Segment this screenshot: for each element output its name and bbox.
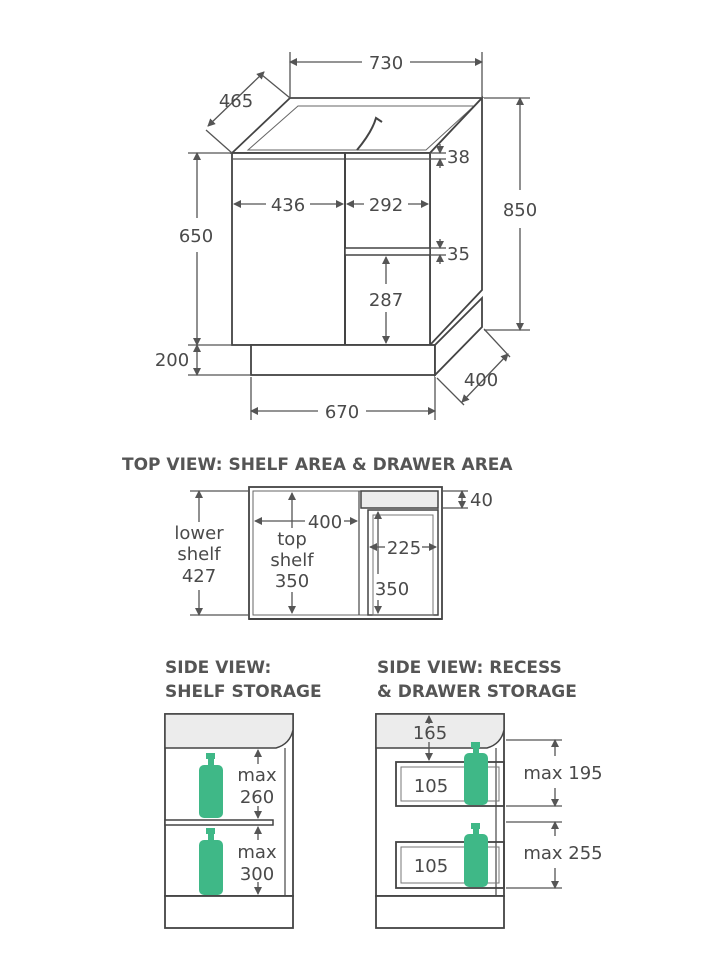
- basin-cutout: [356, 116, 383, 151]
- drawer-rail: [344, 247, 431, 256]
- plinth-front: [250, 344, 436, 376]
- top-view-outline: [248, 486, 443, 620]
- bottle-icon-lower: [199, 828, 223, 895]
- dim-drawer-height-label: 287: [369, 290, 403, 311]
- side-drawer-title-1: SIDE VIEW: RECESS: [377, 658, 562, 678]
- dim-plinth-width-label: 670: [325, 402, 359, 423]
- side-shelf-basin: [164, 713, 294, 749]
- dim-door-width-label: 436: [271, 195, 305, 216]
- top-view-title: TOP VIEW: SHELF AREA & DRAWER AREA: [122, 455, 513, 475]
- shelf-width-label: 400: [308, 512, 342, 533]
- side-drawer-title-2: & DRAWER STORAGE: [377, 682, 577, 702]
- rail-depth-label: 40: [470, 490, 493, 511]
- drawer-1-max-label: max 195: [523, 763, 602, 784]
- bottle-icon-upper: [199, 753, 223, 818]
- dim-plinth-depth-label: 400: [464, 370, 498, 391]
- bottle-icon-drawer-1: [464, 742, 488, 805]
- dim-cabinet-height-label: 650: [179, 226, 213, 247]
- lower-shelf-label-3: 427: [182, 566, 216, 587]
- shelf-lower-label-1: max: [237, 842, 277, 863]
- dim-total-height-label: 850: [503, 200, 537, 221]
- drawer-2: [395, 841, 505, 889]
- shelf-lower-label-2: 300: [240, 864, 274, 885]
- side-shelf-title-1: SIDE VIEW:: [165, 658, 271, 678]
- dim-plinth-height-label: 200: [155, 350, 189, 371]
- top-shelf-label-3: 350: [275, 571, 309, 592]
- recess-height-label: 165: [413, 723, 447, 744]
- side-shelf-title-2: SHELF STORAGE: [165, 682, 322, 702]
- top-shelf-label-1: top: [277, 529, 307, 550]
- shelf-upper-label-2: 260: [240, 787, 274, 808]
- dim-drawer-rail-label: 35: [447, 244, 470, 265]
- dim-drawer-width-label: 292: [369, 195, 403, 216]
- drawer-depth-label: 350: [375, 579, 409, 600]
- side-drawer-plinth: [375, 895, 505, 929]
- top-view: TOP VIEW: SHELF AREA & DRAWER AREA lower…: [122, 455, 513, 620]
- side-shelf-shelf: [164, 819, 274, 826]
- side-drawer-recess: [375, 713, 505, 749]
- side-view-shelf: SIDE VIEW: SHELF STORAGE max 260 max 300: [164, 658, 322, 929]
- drawer-2-height-label: 105: [414, 856, 448, 877]
- top-shelf-label-2: shelf: [270, 550, 314, 571]
- side-view-drawer: SIDE VIEW: RECESS & DRAWER STORAGE 165 1…: [375, 658, 603, 929]
- drawer-1-height-label: 105: [414, 776, 448, 797]
- top-view-rail-area: [360, 490, 439, 509]
- main-cabinet-view: 730 465 850 650 200 670 400: [155, 52, 537, 423]
- lower-shelf-label-2: shelf: [177, 544, 221, 565]
- drawer-width-label: 225: [387, 538, 421, 559]
- lower-shelf-label-1: lower: [174, 523, 224, 544]
- dim-top-rail-label: 38: [447, 147, 470, 168]
- side-shelf-plinth: [164, 895, 294, 929]
- bottle-icon-drawer-2: [464, 823, 488, 887]
- drawer-1: [395, 761, 505, 807]
- dim-width-label: 730: [369, 53, 403, 74]
- dim-depth-label: 465: [219, 91, 253, 112]
- plinth-side: [434, 295, 483, 378]
- shelf-upper-label-1: max: [237, 765, 277, 786]
- drawer-2-max-label: max 255: [523, 843, 602, 864]
